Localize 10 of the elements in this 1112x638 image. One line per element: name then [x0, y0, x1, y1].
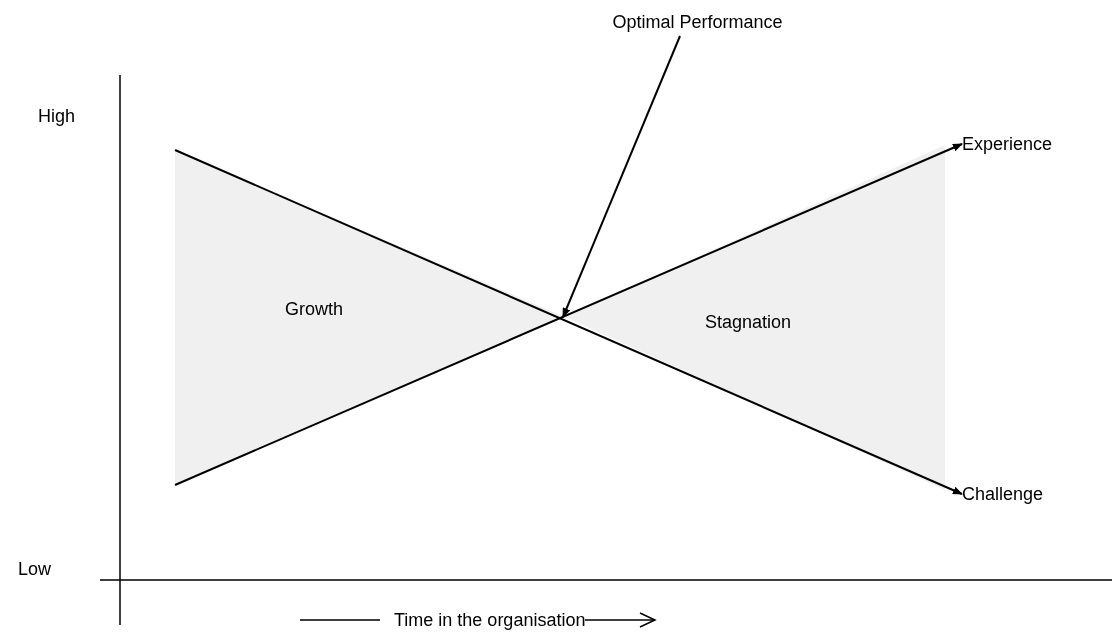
annotation-text: Optimal Performance	[590, 8, 805, 36]
annotation-text: Experience	[962, 130, 1102, 158]
shaded-region	[565, 145, 945, 490]
region-label: Stagnation	[705, 311, 792, 334]
axis-label: Low	[18, 558, 52, 581]
annotation-text: Challenge	[962, 480, 1092, 508]
leader-arrow	[562, 35, 681, 318]
axis-label: High	[38, 105, 76, 128]
axis-title: Time in the organisation	[394, 609, 586, 632]
region-label: Growth	[285, 298, 344, 321]
